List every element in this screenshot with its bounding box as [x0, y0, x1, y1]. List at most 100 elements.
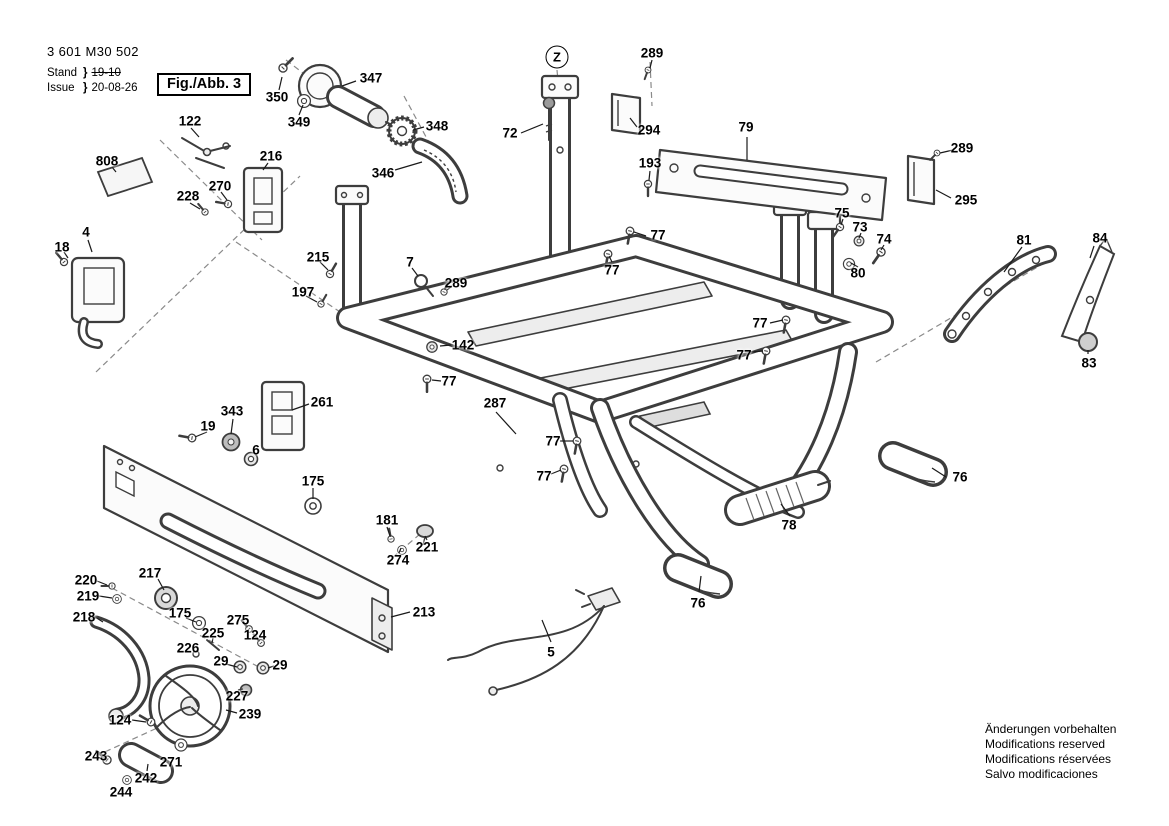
- crank-handle: [89, 615, 151, 724]
- part-label-76-1: 76: [952, 469, 968, 485]
- notice-line: Modifications reserved: [985, 737, 1106, 751]
- issue-label: Issue: [47, 81, 75, 94]
- part-label-4: 4: [82, 224, 90, 240]
- handwheel-assembly: [118, 432, 434, 784]
- support-bracket: [654, 148, 888, 222]
- part-label-81: 81: [1016, 232, 1032, 248]
- part-label-216: 216: [259, 148, 283, 164]
- spindle-assembly: [297, 63, 469, 205]
- part-label-74: 74: [876, 231, 892, 247]
- leader-lines: [63, 59, 1095, 772]
- part-label-72: 72: [502, 125, 518, 141]
- part-label-289-3: 289: [950, 140, 974, 156]
- issue-value: 20-08-26: [91, 81, 138, 94]
- notice-line: Salvo modificaciones: [985, 767, 1098, 781]
- part-label-219: 219: [76, 588, 100, 604]
- part-label-77-5: 77: [736, 347, 752, 363]
- part-label-287: 287: [483, 395, 507, 411]
- part-label-213: 213: [412, 604, 436, 620]
- frame-panels: [467, 281, 795, 429]
- part-label-80: 80: [850, 265, 866, 281]
- part-label-275: 275: [226, 612, 250, 628]
- part-label-7: 7: [406, 254, 414, 270]
- stand-value: 19-10: [91, 67, 121, 79]
- figure-label: Fig./Abb. 3: [157, 73, 252, 96]
- foot-caps: [663, 441, 948, 599]
- side-panel: [102, 444, 393, 654]
- carriage-bolt: [542, 96, 556, 141]
- part-label-225: 225: [201, 625, 225, 641]
- part-label-215: 215: [306, 249, 330, 265]
- part-label-220: 220: [74, 572, 98, 588]
- part-label-77-1: 77: [441, 373, 457, 389]
- part-label-197: 197: [291, 284, 315, 300]
- part-label-19: 19: [200, 418, 216, 434]
- part-label-77-4: 77: [752, 315, 768, 331]
- part-label-79: 79: [738, 119, 754, 135]
- stand-label: Stand: [47, 67, 78, 79]
- part-label-6: 6: [252, 442, 260, 458]
- part-label-77-3: 77: [604, 262, 620, 278]
- part-label-75: 75: [834, 205, 850, 221]
- part-label-18: 18: [54, 239, 70, 255]
- part-label-274: 274: [386, 552, 410, 568]
- clamp-latch: [70, 256, 126, 349]
- notice-line: Änderungen vorbehalten: [985, 722, 1117, 736]
- brace-glyph: }: [83, 67, 88, 79]
- part-label-77-7: 77: [536, 468, 552, 484]
- link-straps: [943, 236, 1116, 352]
- part-label-350: 350: [265, 89, 289, 105]
- part-label-124-1: 124: [243, 627, 267, 643]
- revision-block: Stand } 19-10 Issue } 20-08-26: [47, 66, 139, 96]
- part-label-29-2: 29: [272, 657, 288, 673]
- part-label-270: 270: [208, 178, 232, 194]
- part-label-29-1: 29: [213, 653, 229, 669]
- part-label-217: 217: [138, 565, 162, 581]
- part-label-347: 347: [359, 70, 383, 86]
- notice-line: Modifications réservées: [985, 752, 1112, 766]
- part-label-77-2: 77: [650, 227, 666, 243]
- part-label-84: 84: [1092, 230, 1108, 246]
- part-label-228: 228: [176, 188, 200, 204]
- part-label-348: 348: [425, 118, 449, 134]
- part-label-142: 142: [451, 337, 475, 353]
- part-label-289-2: 289: [640, 45, 664, 61]
- part-label-193: 193: [638, 155, 662, 171]
- part-label-175-1: 175: [301, 473, 325, 489]
- part-label-349: 349: [287, 114, 311, 130]
- part-label-227: 227: [225, 688, 249, 704]
- part-label-343: 343: [220, 403, 244, 419]
- part-label-218: 218: [72, 609, 96, 625]
- part-label-122: 122: [178, 113, 202, 129]
- zone-marker-z: Z: [545, 45, 569, 69]
- part-label-78: 78: [781, 517, 797, 533]
- part-label-76-2: 76: [690, 595, 706, 611]
- power-cord: [447, 587, 621, 696]
- part-label-244: 244: [109, 784, 133, 800]
- part-label-226: 226: [176, 640, 200, 656]
- title-block: 3 601 M30 502 Stand } 19-10 Issue } 20-0…: [47, 44, 139, 96]
- part-label-808: 808: [95, 153, 119, 169]
- fasteners: [52, 54, 943, 785]
- part-label-124-2: 124: [108, 712, 132, 728]
- part-label-175-2: 175: [168, 605, 192, 621]
- part-label-294: 294: [637, 122, 661, 138]
- part-label-221: 221: [415, 539, 439, 555]
- part-label-261: 261: [310, 394, 334, 410]
- model-number: 3 601 M30 502: [47, 44, 139, 59]
- part-label-243: 243: [84, 748, 108, 764]
- part-label-181: 181: [375, 512, 399, 528]
- brace-glyph: }: [83, 81, 88, 94]
- label-plate: [96, 156, 154, 198]
- part-label-239: 239: [238, 706, 262, 722]
- part-label-77-6: 77: [545, 433, 561, 449]
- part-label-5: 5: [547, 644, 555, 660]
- part-label-83: 83: [1081, 355, 1097, 371]
- lever-assembly: [181, 137, 231, 169]
- part-label-289-1: 289: [444, 275, 468, 291]
- part-label-73: 73: [852, 219, 868, 235]
- part-label-271: 271: [159, 754, 183, 770]
